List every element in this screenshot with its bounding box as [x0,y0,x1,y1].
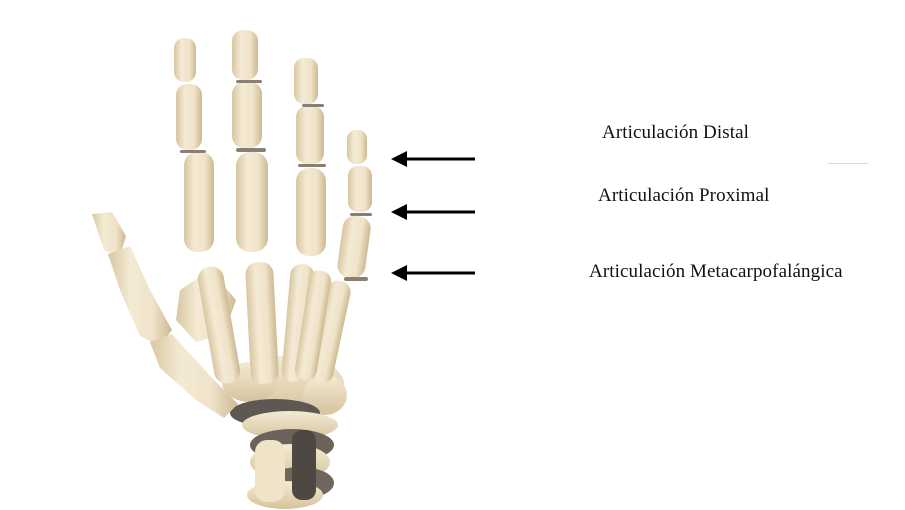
left-arrow-icon [391,151,407,167]
label-distal-joint: Articulación Distal [602,122,749,144]
left-arrow-icon [391,265,407,281]
arrow-distal [391,151,475,167]
divider-line [828,163,868,164]
label-metacarpophalangeal-joint: Articulación Metacarpofalángica [589,261,843,283]
arrow-metacarpophalangeal [391,265,475,281]
left-arrow-icon [391,204,407,220]
label-proximal-joint: Articulación Proximal [598,185,769,207]
arrow-proximal [391,204,475,220]
